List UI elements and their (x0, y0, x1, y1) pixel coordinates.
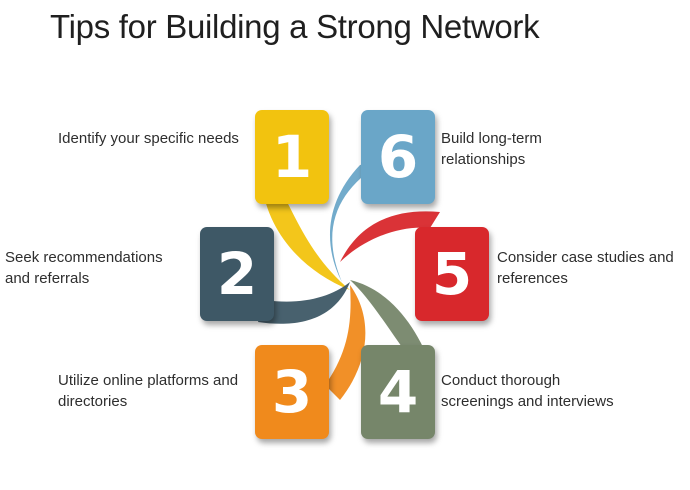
step-6-label: Build long-term relationships (441, 130, 542, 168)
step-3-box: 3 (255, 345, 329, 439)
step-5-box: 5 (415, 227, 489, 321)
step-3-label: Utilize online platforms and directories (58, 372, 239, 410)
swirl-arm-5 (340, 211, 440, 262)
step-5-label: Consider case studies and references (497, 249, 674, 287)
step-4-label: Conduct thorough screenings and intervie… (441, 372, 614, 410)
swirl-arm-3 (325, 285, 366, 400)
swirl-arm-2 (258, 282, 350, 324)
step-6-number: 6 (377, 123, 419, 191)
swirl-arm-6 (329, 158, 390, 282)
step-3-number: 3 (271, 358, 313, 426)
swirl-arm-1 (262, 180, 350, 290)
step-4-number: 4 (377, 358, 419, 426)
step-4-box: 4 (361, 345, 435, 439)
step-2-number: 2 (216, 240, 258, 308)
step-6-box: 6 (361, 110, 435, 204)
step-2-label: Seek recommendations and referrals (5, 249, 163, 287)
step-2-box: 2 (200, 227, 274, 321)
step-1-box: 1 (255, 110, 329, 204)
page-title: Tips for Building a Strong Network (50, 8, 540, 45)
step-5-number: 5 (431, 240, 473, 308)
step-1-label: Identify your specific needs (58, 130, 239, 147)
step-1-number: 1 (271, 123, 313, 191)
